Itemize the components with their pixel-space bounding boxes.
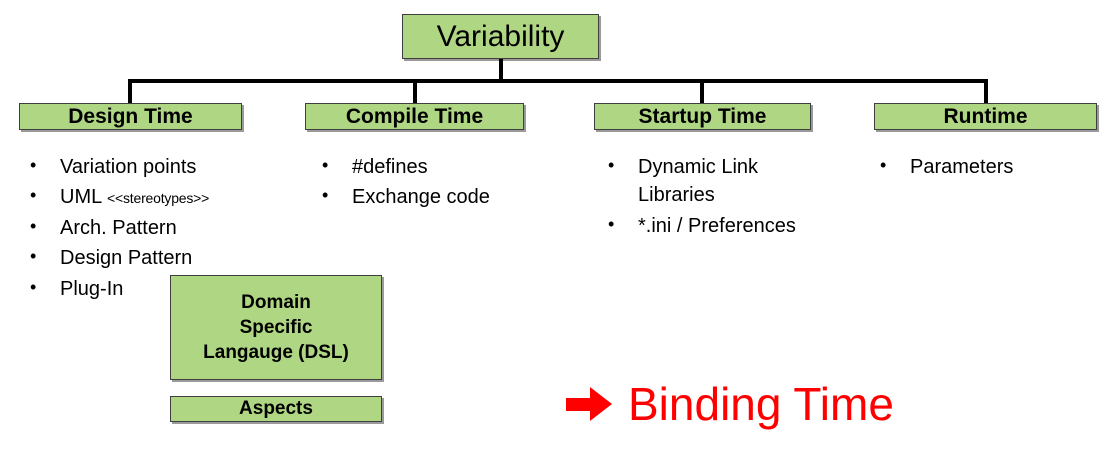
- bullet-list-runtime: • Parameters: [880, 153, 1095, 183]
- node-startup-time: Startup Time: [594, 103, 811, 130]
- bullet-glyph: •: [30, 276, 37, 297]
- list-item: • Variation points: [30, 153, 295, 181]
- node-runtime: Runtime: [874, 103, 1097, 130]
- bullet-glyph: •: [322, 155, 329, 175]
- node-runtime-label: Runtime: [943, 104, 1028, 128]
- node-domain-specific-language: Domain Specific Langauge (DSL): [170, 275, 382, 380]
- bullet-glyph: •: [608, 213, 615, 234]
- connector-root-stem: [499, 59, 503, 82]
- list-item: • Design Pattern: [30, 244, 295, 272]
- bullet-list-startup-time: • Dynamic Link Libraries • *.ini / Prefe…: [608, 153, 856, 242]
- list-item: • Arch. Pattern: [30, 214, 295, 242]
- list-item-label: *.ini / Preferences: [638, 214, 796, 237]
- node-compile-time: Compile Time: [305, 103, 524, 130]
- callout-binding-time-label: Binding Time: [628, 378, 894, 430]
- dsl-line-2: Specific: [239, 316, 313, 338]
- dsl-line-1: Domain: [241, 291, 311, 313]
- node-design-time: Design Time: [19, 103, 242, 130]
- connector-drop-runtime: [984, 79, 988, 106]
- connector-drop-compile-time: [413, 79, 417, 106]
- bullet-glyph: •: [608, 155, 615, 175]
- right-arrow-icon: [566, 387, 612, 421]
- node-variability-label: Variability: [436, 19, 565, 53]
- list-item-label: #defines: [352, 156, 428, 178]
- list-item: • Dynamic Link Libraries: [608, 153, 856, 210]
- list-item-label: Design Pattern: [60, 247, 193, 270]
- list-item-stereotype: <<stereotypes>>: [107, 190, 210, 207]
- list-item-label: Parameters: [910, 156, 1014, 178]
- list-item: • #defines: [322, 153, 562, 181]
- node-aspects-label: Aspects: [239, 398, 313, 420]
- node-compile-time-label: Compile Time: [345, 104, 484, 128]
- list-item: • Exchange code: [322, 183, 562, 211]
- list-item-label: Arch. Pattern: [60, 216, 177, 239]
- list-item-text: UML: [60, 186, 108, 209]
- node-startup-time-label: Startup Time: [638, 104, 767, 128]
- bullet-glyph: •: [30, 215, 37, 236]
- connector-horizontal-bus: [130, 79, 986, 83]
- bullet-glyph: •: [322, 185, 329, 206]
- bullet-list-design-time: • Variation points • UML <<stereotypes>>…: [30, 153, 295, 305]
- bullet-glyph: •: [30, 246, 37, 267]
- bullet-list-compile-time: • #defines • Exchange code: [322, 153, 562, 214]
- bullet-glyph: •: [30, 185, 37, 206]
- list-item: • *.ini / Preferences: [608, 212, 856, 240]
- list-item: • Parameters: [880, 153, 1095, 181]
- bullet-glyph: •: [880, 155, 887, 175]
- list-item-label: Plug-In: [60, 277, 124, 300]
- connector-drop-design-time: [128, 79, 132, 106]
- list-item: • UML <<stereotypes>>: [30, 183, 295, 211]
- list-item-label: Exchange code: [352, 186, 490, 209]
- connector-drop-startup-time: [700, 79, 704, 106]
- node-design-time-label: Design Time: [68, 104, 193, 128]
- node-variability: Variability: [402, 14, 599, 59]
- callout-binding-time: Binding Time: [566, 381, 894, 427]
- bullet-glyph: •: [30, 155, 37, 175]
- list-item-label: Variation points: [60, 156, 197, 178]
- list-item-label: UML <<stereotypes>>: [60, 183, 295, 211]
- dsl-line-3: Langauge (DSL): [203, 342, 349, 364]
- list-item: • Plug-In: [30, 275, 295, 303]
- list-item-label: Dynamic Link Libraries: [638, 156, 759, 207]
- node-aspects: Aspects: [170, 396, 382, 422]
